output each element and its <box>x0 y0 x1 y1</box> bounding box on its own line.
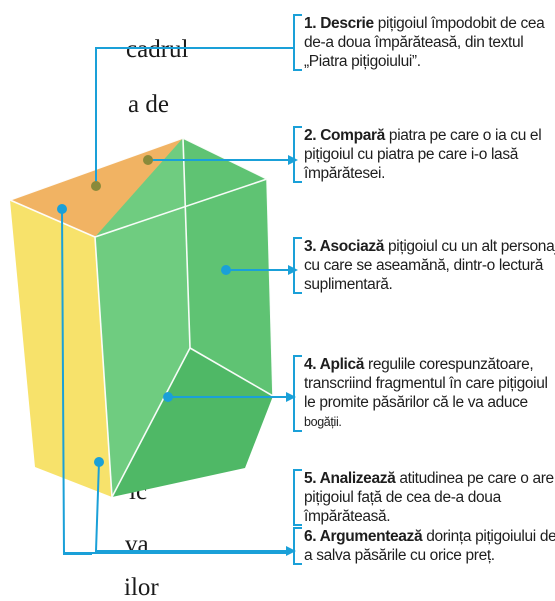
task-5: 5. Analizează atitudinea pe care o are p… <box>293 469 555 526</box>
connector-dot-1 <box>91 181 101 191</box>
task-6-number-verb: 6. Argumentează <box>304 528 423 545</box>
arrowhead-4 <box>286 392 296 402</box>
task-4: 4. Aplică regulile corespunzătoare, tran… <box>293 355 555 432</box>
task-5-number-verb: 5. Analizează <box>304 470 396 487</box>
cube-diagram <box>9 47 298 556</box>
connector-dot-2 <box>143 155 153 165</box>
task-6-text: dorința pițigoiului de a salva păsările … <box>304 528 555 564</box>
arrowhead-5 <box>286 546 296 556</box>
connector-1 <box>95 47 293 186</box>
task-3: 3. Asociază pițigoiul cu un alt personaj… <box>293 237 555 294</box>
task-2-text: piatra pe care o ia cu el pițigoiul cu p… <box>304 127 542 182</box>
task-1: 1. Descrie pițigoiul împodobit de cea de… <box>293 14 555 71</box>
task-4-text-small: bogății. <box>304 415 342 429</box>
cube-left-face <box>10 200 112 497</box>
task-3-number-verb: 3. Asociază <box>304 238 385 255</box>
task-4-text: regulile corespunzătoare, transcriind fr… <box>304 356 548 411</box>
task-6: 6. Argumentează dorința pițigoiului de a… <box>293 527 555 565</box>
cube-inner-back-wall <box>95 138 190 497</box>
task-1-text: pițigoiul împodobit de cea de-a doua împ… <box>304 15 545 70</box>
connector-6-tail <box>63 551 288 554</box>
page-text-fragment-2: a de <box>128 91 169 118</box>
task-4-number-verb: 4. Aplică <box>304 356 365 373</box>
connector-dot-6 <box>57 204 67 214</box>
connector-dot-3 <box>221 265 231 275</box>
task-2: 2. Compară piatra pe care o ia cu el piț… <box>293 126 555 183</box>
connector-5 <box>94 461 288 552</box>
task-2-number-verb: 2. Compară <box>304 127 385 144</box>
task-5-text: atitudinea pe care o are pițigoiul față … <box>304 470 554 525</box>
task-1-number-verb: 1. Descrie <box>304 15 374 32</box>
cube-inner-floor <box>112 348 273 497</box>
connector-dot-5 <box>94 457 104 467</box>
task-3-text: pițigoiul cu un alt personaj cu care se … <box>304 238 555 293</box>
page-text-fragment-1: cadrul <box>126 36 189 63</box>
connector-dot-4 <box>163 392 173 402</box>
